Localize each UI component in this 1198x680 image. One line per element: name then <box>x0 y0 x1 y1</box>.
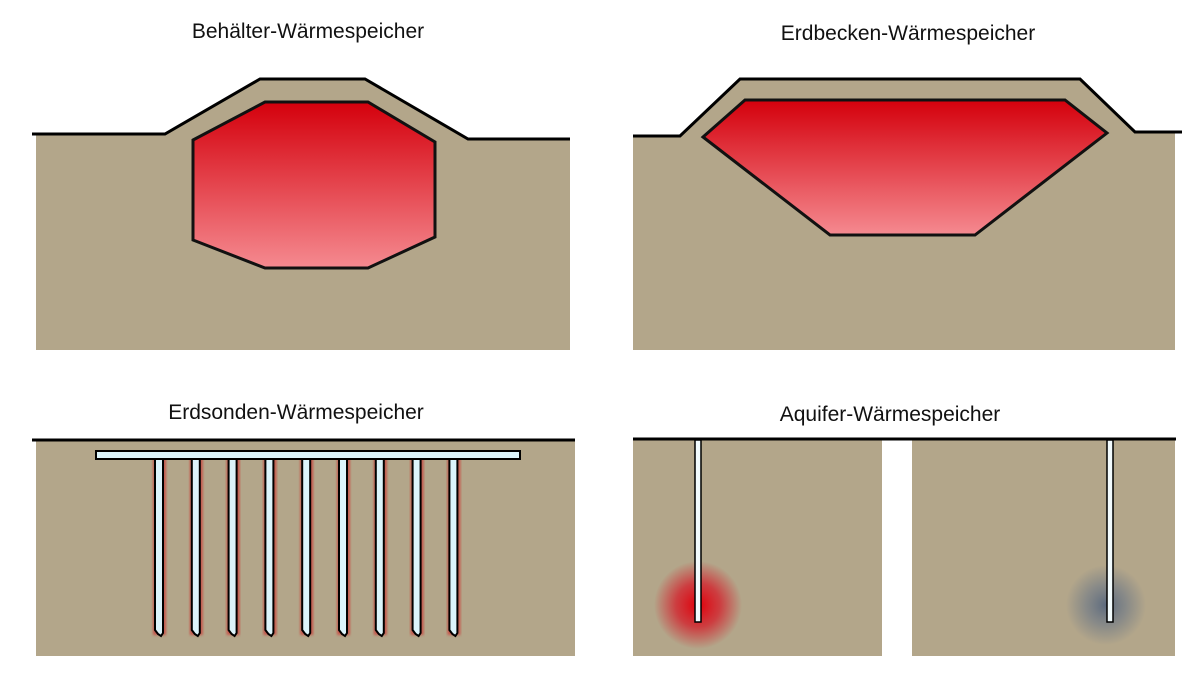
hot-well <box>694 439 702 623</box>
borehole-probe <box>154 456 164 638</box>
panel-aquifer-storage <box>633 437 1176 656</box>
panel-pit-storage <box>633 77 1182 350</box>
borehole-probes <box>153 456 461 638</box>
ground-surface-line <box>32 77 570 141</box>
title-borehole-storage: Erdsonden-Wärmespeicher <box>168 401 424 424</box>
borehole-probe <box>411 456 422 638</box>
cold-well <box>1106 439 1114 623</box>
title-tank-storage: Behälter-Wärmespeicher <box>191 20 425 43</box>
borehole-probe <box>264 456 275 638</box>
hot-water-pit <box>700 98 1110 237</box>
header-pipe <box>95 450 521 460</box>
borehole-probe <box>448 456 459 638</box>
title-pit-storage: Erdbecken-Wärmespeicher <box>780 22 1036 45</box>
cold-aquifer-zone <box>1066 565 1146 645</box>
title-aquifer-storage: Aquifer-Wärmespeicher <box>779 403 1001 426</box>
borehole-probe <box>190 456 201 638</box>
borehole-probe <box>301 456 312 638</box>
panel-borehole-storage <box>32 438 575 656</box>
borehole-probe <box>227 456 238 638</box>
borehole-probe <box>374 456 385 638</box>
ground-surface-line <box>633 77 1182 138</box>
panel-tank-storage <box>32 77 570 350</box>
hot-water-tank <box>191 100 437 270</box>
borehole-probe <box>338 456 348 638</box>
